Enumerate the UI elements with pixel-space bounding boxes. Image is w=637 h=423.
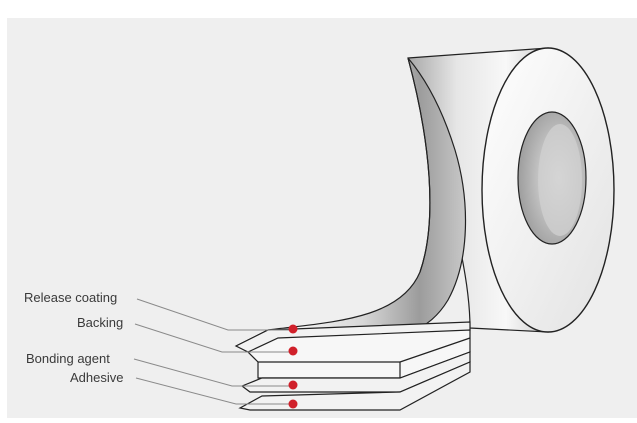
label-release-coating: Release coating bbox=[24, 291, 117, 305]
marker-adhesive bbox=[289, 400, 298, 409]
roll-core-inner bbox=[538, 124, 582, 236]
marker-backing bbox=[289, 347, 298, 356]
label-backing: Backing bbox=[77, 316, 123, 330]
marker-bonding-agent bbox=[289, 381, 298, 390]
label-bonding-agent: Bonding agent bbox=[26, 352, 110, 366]
label-adhesive: Adhesive bbox=[70, 371, 123, 385]
marker-release-coating bbox=[289, 325, 298, 334]
